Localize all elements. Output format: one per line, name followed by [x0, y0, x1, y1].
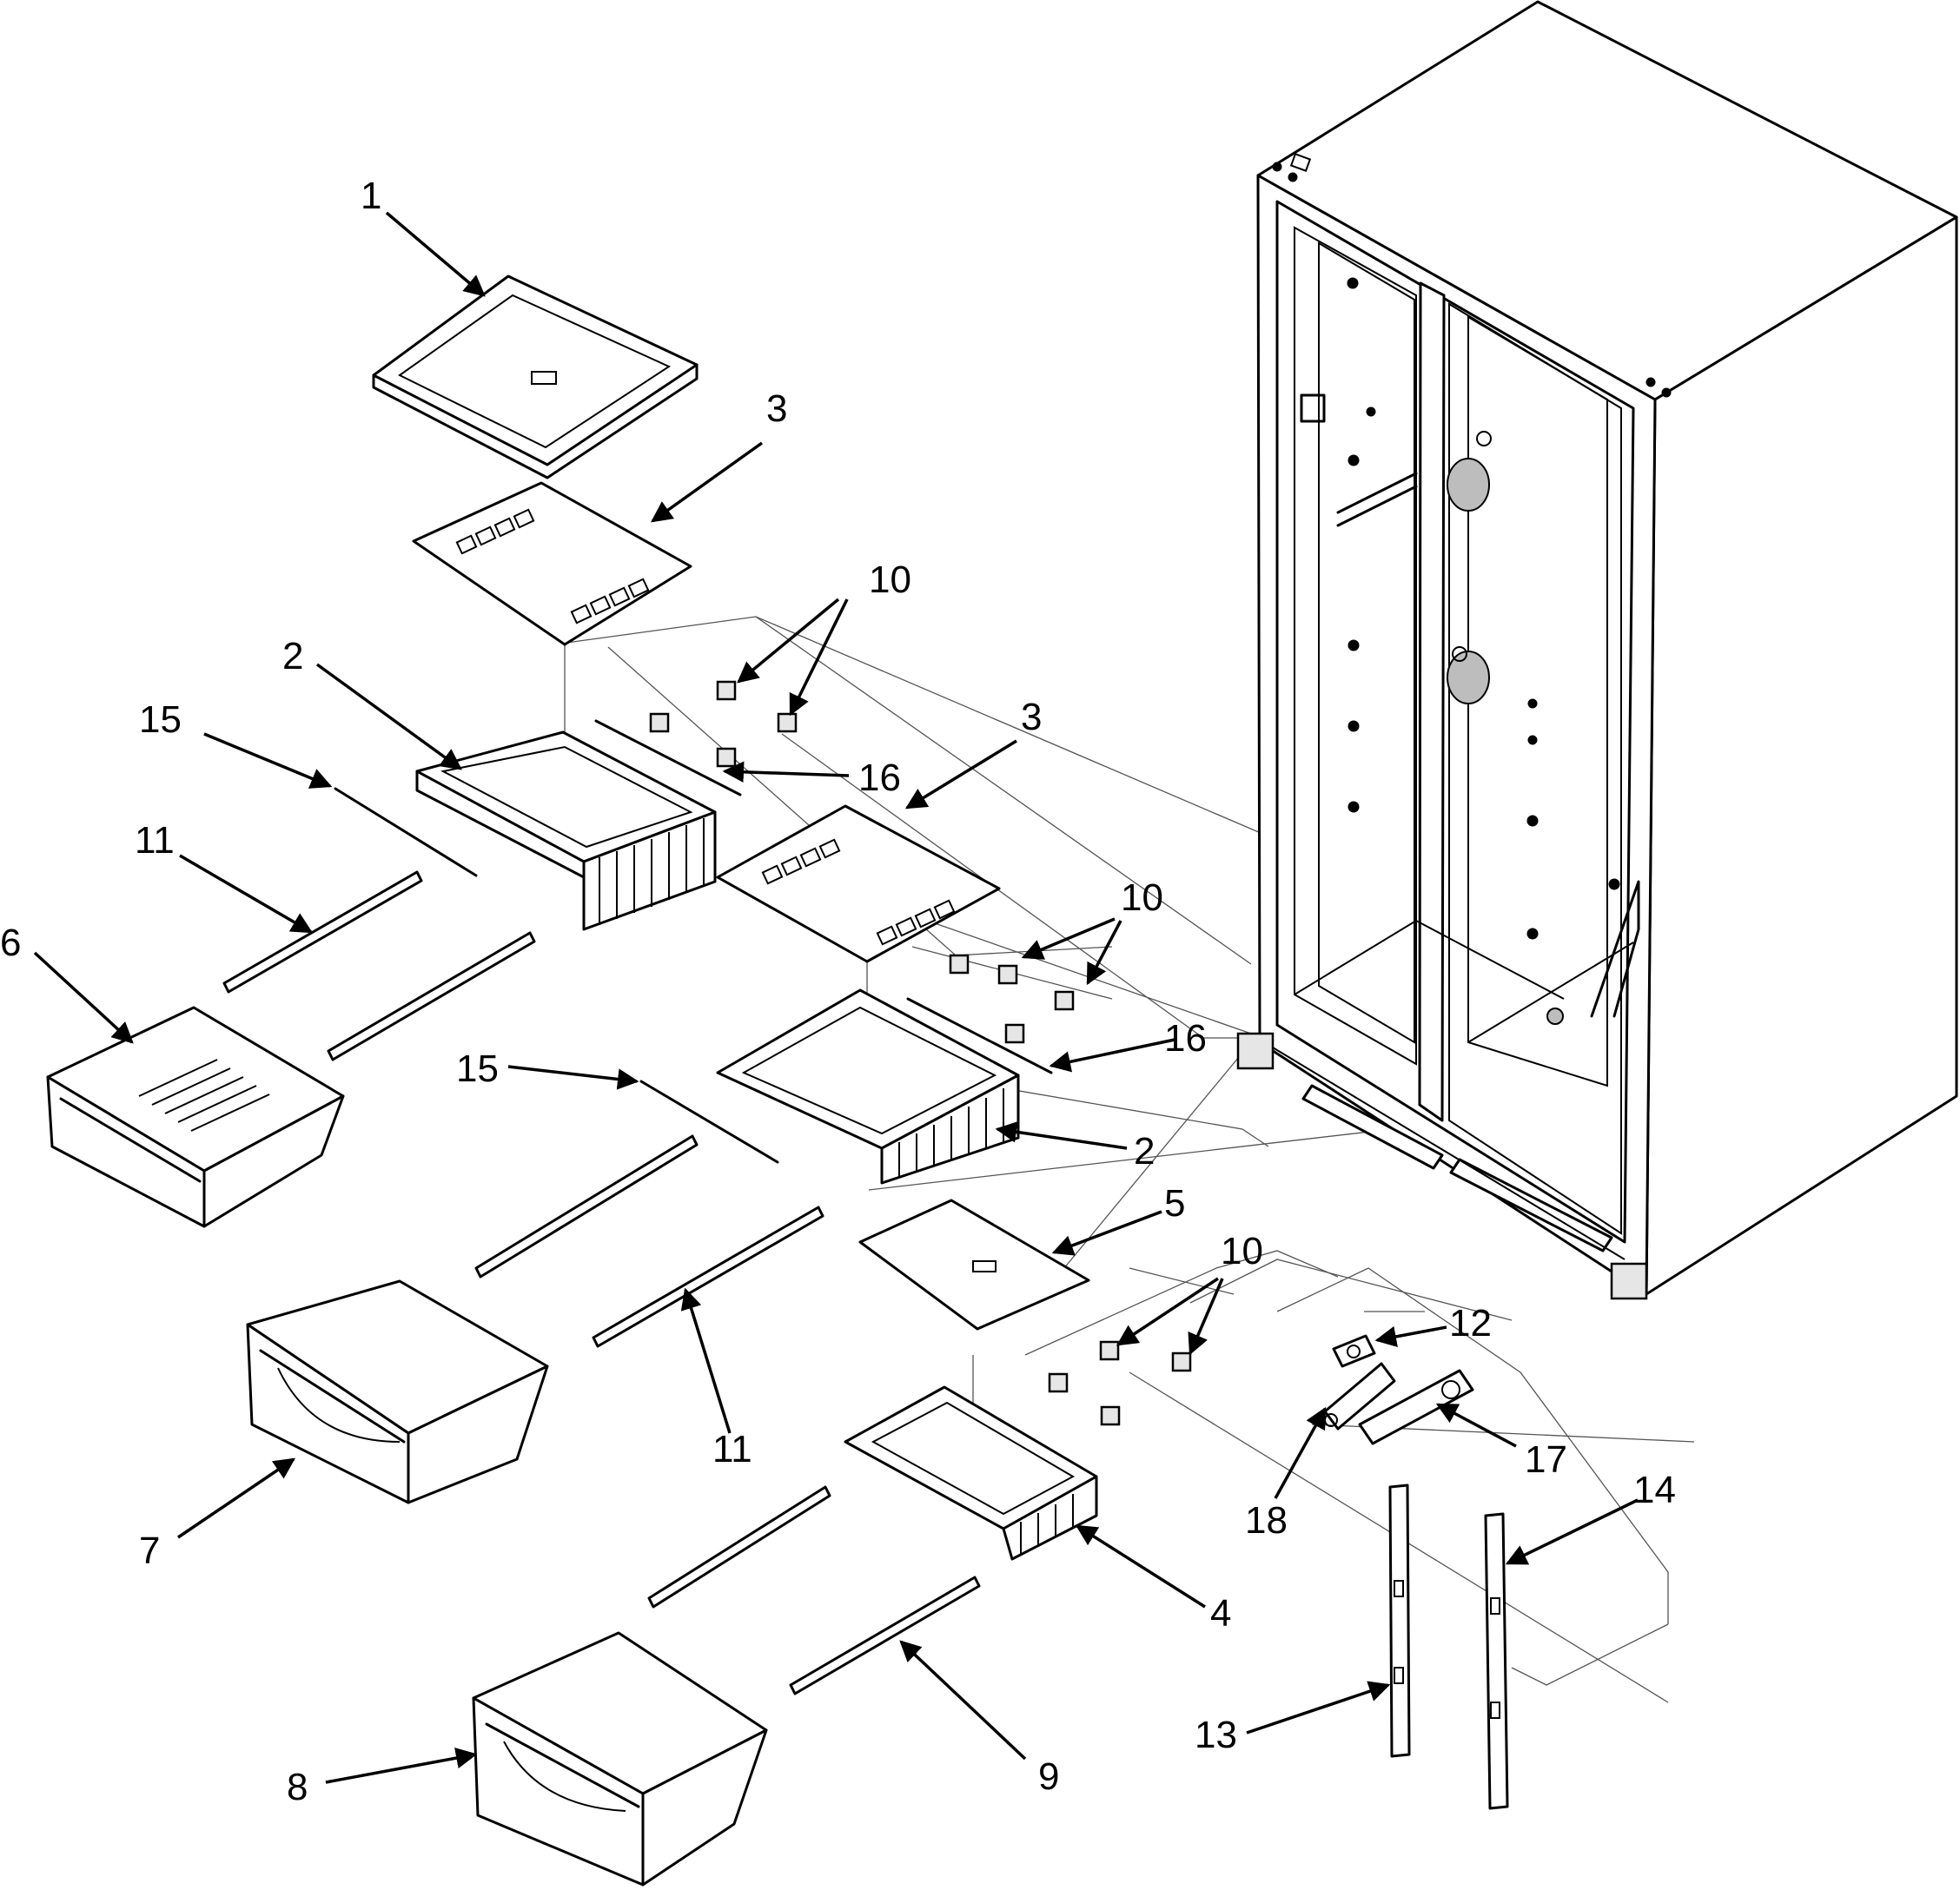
part-10-clips-middle	[949, 954, 1075, 1044]
part-10-clips-lower	[1048, 1340, 1192, 1426]
part-3-lower-insert	[716, 804, 1001, 963]
callout-15b: 15	[456, 1047, 499, 1090]
callout-11b: 11	[712, 1428, 752, 1470]
callout-2a: 2	[282, 635, 303, 677]
part-2-lower-crisper-frame	[716, 988, 1020, 1185]
callout-10b: 10	[1121, 876, 1163, 919]
callout-18: 18	[1245, 1499, 1288, 1542]
callout-16b: 16	[1164, 1017, 1207, 1060]
callout-15a: 15	[139, 698, 182, 741]
callout-6: 6	[0, 922, 21, 964]
leader-arrows	[33, 211, 1639, 1784]
part-15-lower-rod	[639, 1080, 779, 1164]
part-4-drawer-frame	[844, 1385, 1098, 1561]
part-7-drawer	[246, 1279, 549, 1504]
part-13-rail	[1388, 1484, 1411, 1758]
part-1-shelf-frame	[372, 274, 699, 479]
part-3-upper-insert	[412, 481, 692, 646]
callout-10c: 10	[1221, 1230, 1263, 1272]
part-5-glass	[858, 1199, 1090, 1331]
part-16-upper-rod	[594, 719, 742, 796]
callout-4: 4	[1210, 1592, 1231, 1635]
part-15-upper-rod	[334, 787, 478, 877]
part-9-slide-rails	[647, 1485, 981, 1695]
part-2-upper-crisper-frame	[415, 730, 717, 931]
part-16-lower-rod	[906, 997, 1053, 1074]
callout-1: 1	[361, 175, 381, 217]
callout-3a: 3	[766, 387, 787, 430]
callout-14: 14	[1633, 1469, 1676, 1511]
refrigerator-cabinet	[1236, 0, 1958, 1300]
part-10-clips-upper	[649, 680, 798, 768]
callout-13: 13	[1195, 1714, 1237, 1756]
callout-labels: 1 3 10 2 15 16 3 11 6 10 16 15 2 5 10 12…	[0, 175, 1676, 1808]
callout-17: 17	[1525, 1438, 1567, 1481]
part-8-drawer	[472, 1631, 768, 1887]
part-11-upper-slide-rails	[222, 870, 536, 1061]
callout-7: 7	[139, 1530, 160, 1572]
callout-8: 8	[287, 1766, 308, 1808]
callout-2b: 2	[1134, 1130, 1155, 1173]
part-6-crisper-drawer	[46, 1006, 345, 1228]
callout-16a: 16	[858, 757, 901, 799]
callout-12: 12	[1449, 1302, 1492, 1345]
part-14-rail	[1484, 1512, 1509, 1810]
part-17-arm	[1358, 1369, 1474, 1445]
callout-10a: 10	[869, 558, 911, 601]
callout-5: 5	[1164, 1182, 1185, 1225]
callout-11a: 11	[135, 819, 175, 862]
callout-9: 9	[1038, 1755, 1059, 1798]
part-12-bracket	[1332, 1334, 1376, 1368]
callout-3b: 3	[1021, 696, 1042, 738]
part-11-lower-slide-rails	[474, 1134, 824, 1348]
